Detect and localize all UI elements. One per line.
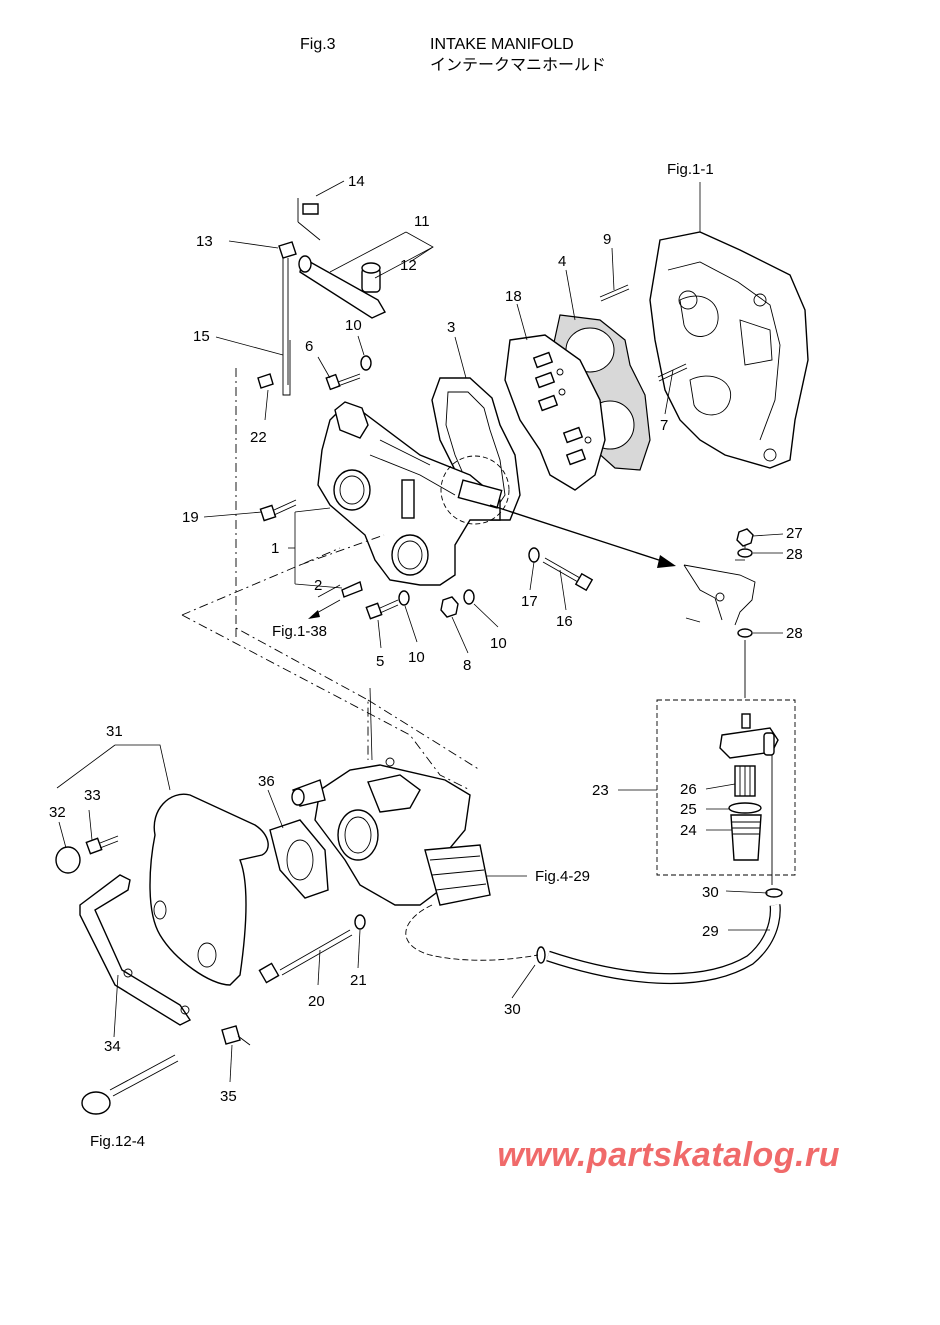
ref-fig-12-4: Fig.12-4 (90, 1133, 145, 1150)
callout-33: 33 (84, 787, 101, 804)
callout-16: 16 (556, 613, 573, 630)
washer-10b (398, 590, 410, 606)
intake-manifold (317, 401, 510, 586)
leader-lines (56, 180, 784, 1083)
nut-8 (440, 596, 459, 618)
callout-15: 15 (193, 328, 210, 345)
washer-21 (354, 914, 366, 930)
arrow-to-bracket-detail (489, 504, 676, 568)
callout-14: 14 (348, 173, 365, 190)
callout-17: 17 (521, 593, 538, 610)
arrow-to-fig-1-38 (308, 599, 341, 619)
callout-36: 36 (258, 773, 275, 790)
callout-10: 10 (490, 635, 507, 652)
callout-7: 7 (660, 417, 668, 434)
callout-18: 18 (505, 288, 522, 305)
callout-25: 25 (680, 801, 697, 818)
callout-2: 2 (314, 577, 322, 594)
filter-head (719, 713, 779, 759)
ref-fig-4-29: Fig.4-29 (535, 868, 590, 885)
callout-3: 3 (447, 319, 455, 336)
callout-28: 28 (786, 546, 803, 563)
washer-10c (463, 589, 475, 605)
callout-20: 20 (308, 993, 325, 1010)
washer-28a (737, 548, 753, 558)
bolt-6 (325, 373, 361, 391)
crankcase-outline (649, 231, 809, 469)
screw-33 (85, 835, 119, 855)
figure-number: Fig.3 (300, 36, 336, 53)
washer-28b (737, 628, 753, 638)
bolt-20 (258, 929, 353, 984)
fuel-filter-assembly-box (656, 699, 796, 876)
fitting-2 (341, 581, 363, 598)
carburetor (291, 757, 491, 906)
figure-title-japanese: インテークマニホールド (430, 57, 607, 74)
callout-30: 30 (504, 1001, 521, 1018)
grommet-35 (221, 1025, 251, 1046)
watermark: www.partskatalog.ru (497, 1136, 840, 1174)
callout-4: 4 (558, 253, 566, 270)
bolt-19 (259, 499, 297, 522)
callout-28: 28 (786, 625, 803, 642)
callout-32: 32 (49, 804, 66, 821)
filter-element-26 (734, 765, 756, 797)
screw-14 (297, 198, 319, 222)
washer-17 (528, 547, 540, 563)
callout-5: 5 (376, 653, 384, 670)
stud-7 (657, 363, 688, 382)
fitting-13 (278, 241, 297, 259)
reed-valve-plate-18 (504, 334, 606, 491)
callout-10: 10 (408, 649, 425, 666)
gasket-36 (269, 819, 329, 899)
stud-9 (599, 284, 630, 302)
callout-labels: 14 11 13 12 15 10 6 22 19 1 2 5 10 8 10 … (49, 173, 803, 1105)
bracket-detail (683, 564, 756, 626)
o-ring-25 (728, 802, 762, 814)
knob-fig-12-4 (81, 1054, 179, 1115)
callout-35: 35 (220, 1088, 237, 1105)
callout-13: 13 (196, 233, 213, 250)
hose-15 (282, 258, 291, 396)
callout-34: 34 (104, 1038, 121, 1055)
figure-title: INTAKE MANIFOLD (430, 36, 574, 53)
callout-21: 21 (350, 972, 367, 989)
oil-fitting-11 (297, 221, 386, 319)
callout-9: 9 (603, 231, 611, 248)
callout-29: 29 (702, 923, 719, 940)
callout-23: 23 (592, 782, 609, 799)
callout-11: 11 (414, 213, 430, 230)
callout-31: 31 (106, 723, 123, 740)
callout-24: 24 (680, 822, 697, 839)
callout-6: 6 (305, 338, 313, 355)
cap-32 (55, 846, 81, 874)
callout-8: 8 (463, 657, 471, 674)
nut-27 (736, 528, 754, 547)
callout-19: 19 (182, 509, 199, 526)
fuel-hose-29 (546, 904, 781, 985)
bolt-5 (365, 599, 399, 620)
callout-26: 26 (680, 781, 697, 798)
filter-cup-24 (730, 814, 762, 861)
fitting-22 (257, 373, 274, 389)
callout-1: 1 (271, 540, 279, 557)
callout-27: 27 (786, 525, 803, 542)
callout-10: 10 (345, 317, 362, 334)
silencer-cover (149, 793, 269, 986)
hose-clip-30b (536, 946, 546, 964)
callout-12: 12 (400, 257, 417, 274)
bolt-16 (542, 557, 594, 592)
callout-30: 30 (702, 884, 719, 901)
bracket-34 (79, 874, 192, 1026)
ref-fig-1-1: Fig.1-1 (667, 161, 714, 178)
ref-fig-1-38: Fig.1-38 (272, 623, 327, 640)
hose-clip-30a (765, 888, 783, 898)
callout-22: 22 (250, 429, 267, 446)
washer-10a (360, 355, 372, 371)
